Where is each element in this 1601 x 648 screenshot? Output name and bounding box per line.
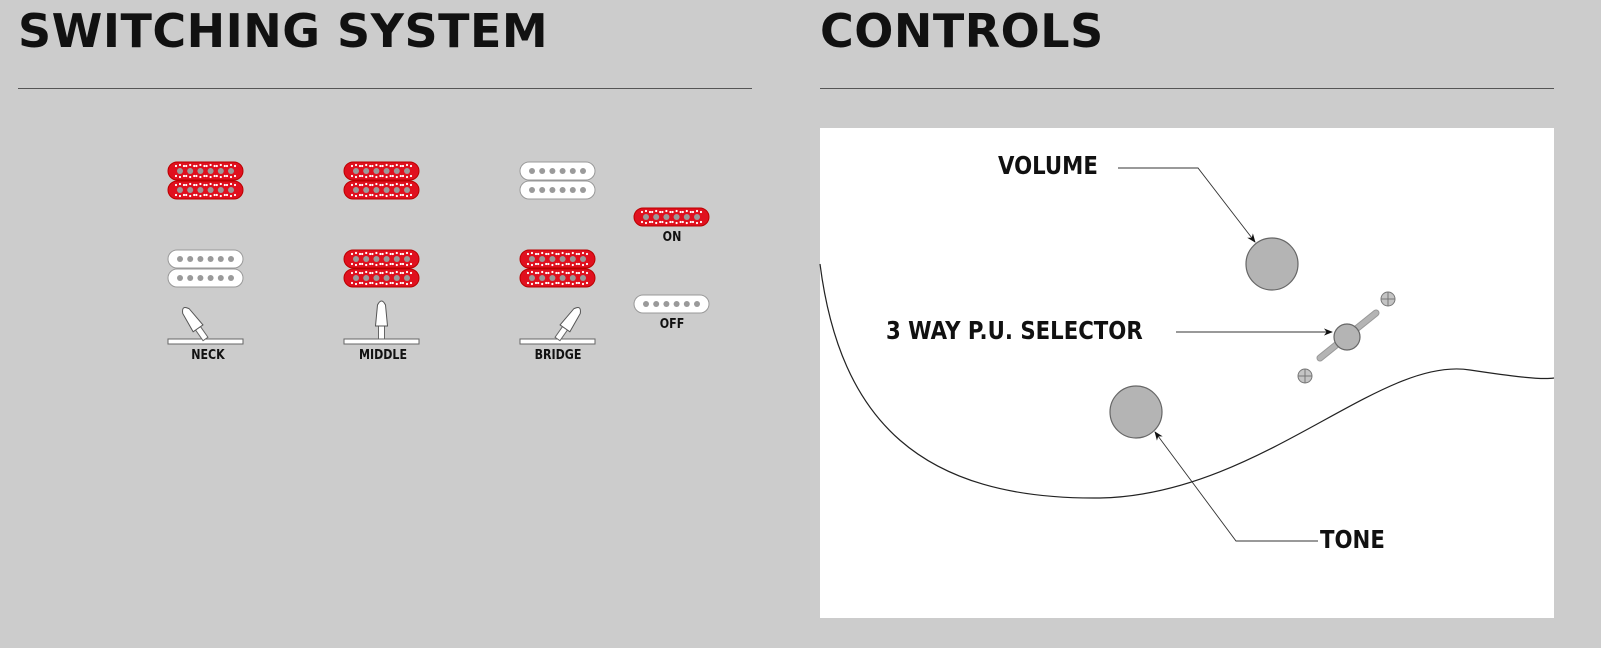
position-label-bridge: BRIDGE [534,348,582,363]
toggle-switch-right-icon [519,307,596,345]
volume-pointer [1118,167,1256,243]
screw-icon [1297,368,1313,384]
bridge-pickup-on [343,249,420,288]
position-label-middle: MIDDLE [358,348,408,363]
neck-pickup-on [167,161,244,200]
legend-off-pickup [633,294,710,314]
bridge-pickup-off [167,249,244,288]
legend-on-label: ON [662,230,682,245]
switching-system-title: SWITCHING SYSTEM [18,4,549,58]
screw-icon [1380,291,1396,307]
controls-title: CONTROLS [820,4,1104,58]
legend-on-pickup [633,207,710,227]
divider [820,88,1554,89]
volume-label: VOLUME [998,151,1098,180]
switching-diagram [167,161,710,345]
neck-pickup-off [519,161,596,200]
selector-label: 3 WAY P.U. SELECTOR [886,316,1143,345]
body-outline [819,263,1555,499]
position-label-neck: NECK [191,348,225,363]
tone-knob [1109,385,1163,439]
divider [18,88,752,89]
toggle-switch-left-icon [167,307,244,345]
controls-panel [820,128,1554,618]
selector-knob [1333,323,1361,351]
neck-pickup-on [343,161,420,200]
tone-pointer [1154,431,1318,542]
volume-knob [1245,237,1299,291]
toggle-switch-center-icon [343,300,420,345]
legend-off-label: OFF [659,317,685,332]
bridge-pickup-on [519,249,596,288]
tone-label: TONE [1320,525,1385,554]
